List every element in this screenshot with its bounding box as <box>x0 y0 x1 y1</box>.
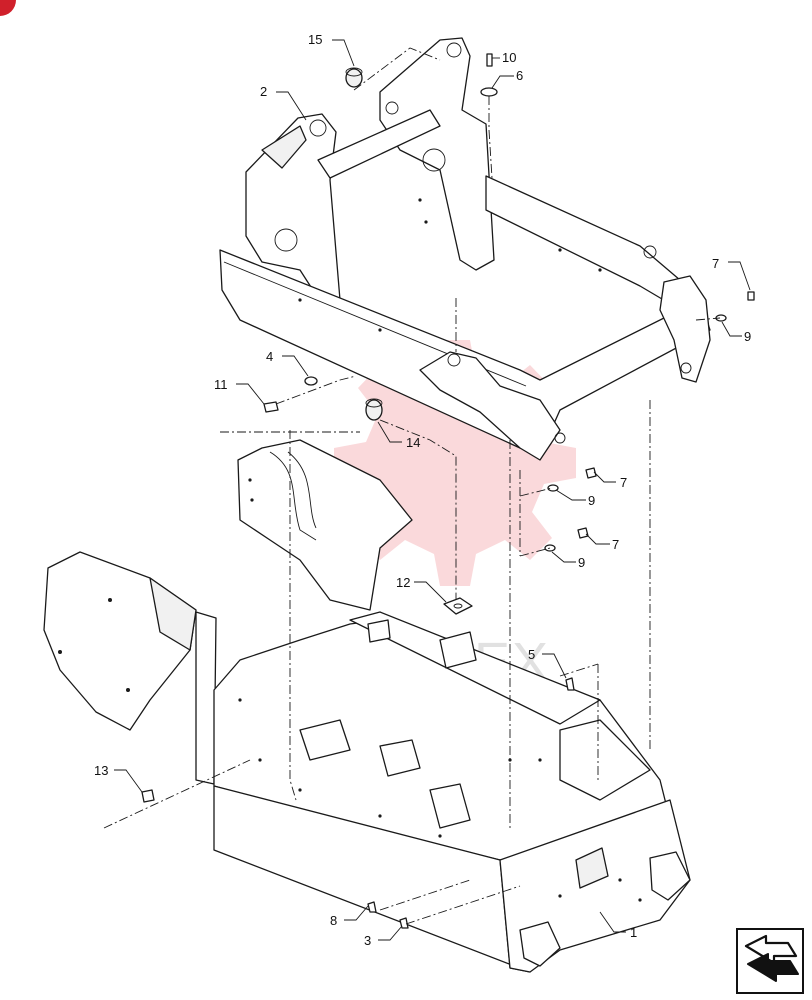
callout-7-mid: 7 <box>620 475 627 490</box>
callout-12: 12 <box>396 575 410 590</box>
callout-9-top: 9 <box>744 329 751 344</box>
return-button[interactable] <box>736 928 804 994</box>
callout-8: 8 <box>330 913 337 928</box>
callout-14: 14 <box>406 435 420 450</box>
loose-parts <box>141 53 755 929</box>
callout-2: 2 <box>260 84 267 99</box>
callout-labels: 15 2 10 6 7 9 4 11 14 7 9 7 9 12 5 13 8 … <box>94 32 751 948</box>
callout-6: 6 <box>516 68 523 83</box>
callout-15: 13 <box>94 763 108 778</box>
leader-lines <box>114 39 751 941</box>
callout-13: 15 <box>308 32 322 47</box>
callout-9-mid: 9 <box>588 493 595 508</box>
callout-4: 4 <box>266 349 273 364</box>
callout-1: 1 <box>630 925 637 940</box>
callout-9-low: 9 <box>578 555 585 570</box>
upper-loader-frame <box>219 37 711 461</box>
callout-7-low: 7 <box>612 537 619 552</box>
corner-badge <box>0 0 16 16</box>
lower-main-frame <box>43 439 691 973</box>
callout-10: 10 <box>502 50 516 65</box>
return-arrow-icon <box>744 934 799 982</box>
callout-7-top: 7 <box>712 256 719 271</box>
phantom-lines <box>103 47 721 925</box>
callout-5: 5 <box>528 647 535 662</box>
callout-3: 3 <box>364 933 371 948</box>
callout-11: 11 <box>214 377 228 392</box>
